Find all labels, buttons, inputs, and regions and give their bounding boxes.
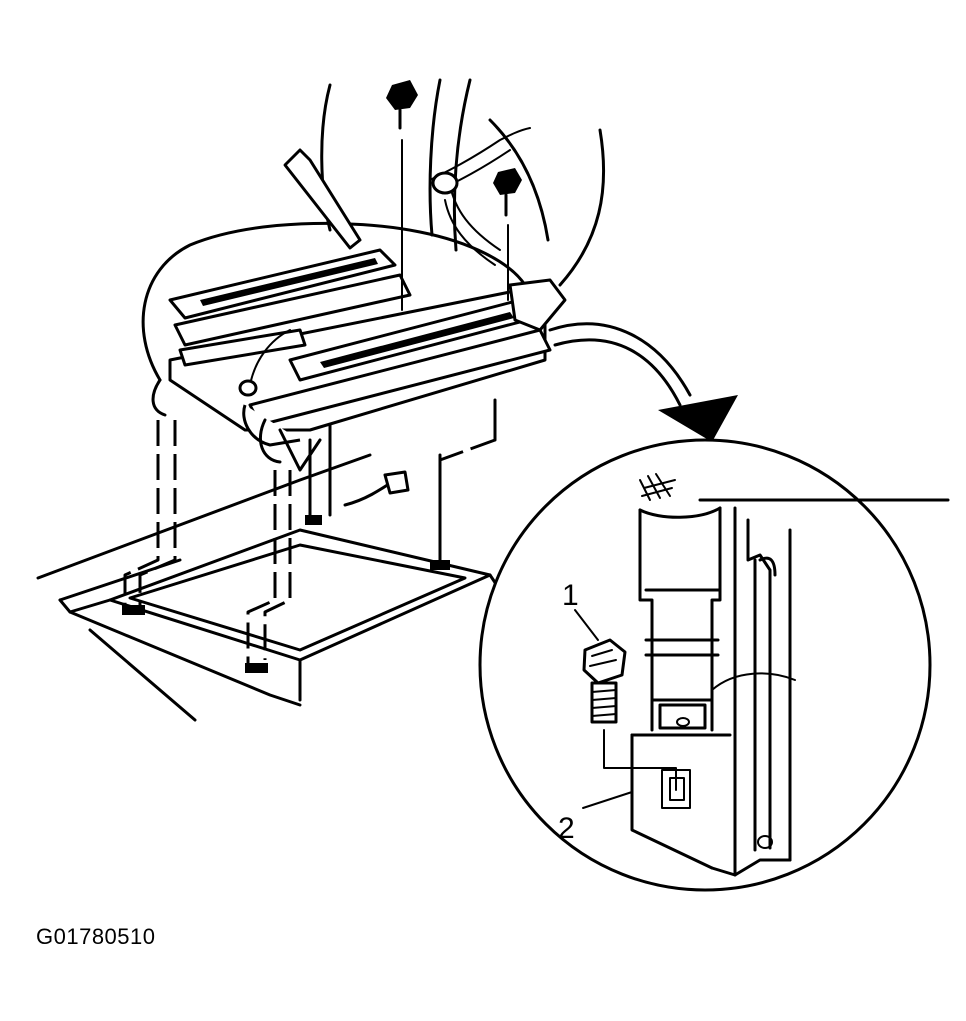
- bolt-icon: [386, 80, 418, 311]
- alignment-lines: [122, 420, 496, 673]
- seat-frame: [141, 78, 606, 562]
- figure-code: G01780510: [36, 924, 156, 949]
- callout-2: 2: [558, 791, 633, 845]
- callout-2-number: 2: [558, 812, 575, 845]
- callout-1: 1: [562, 579, 599, 641]
- callout-1-number: 1: [562, 579, 579, 612]
- detail-arrow: [548, 322, 738, 442]
- detail-view: [478, 438, 950, 892]
- floor-pan: [36, 453, 502, 722]
- bolt-icon: [493, 168, 522, 301]
